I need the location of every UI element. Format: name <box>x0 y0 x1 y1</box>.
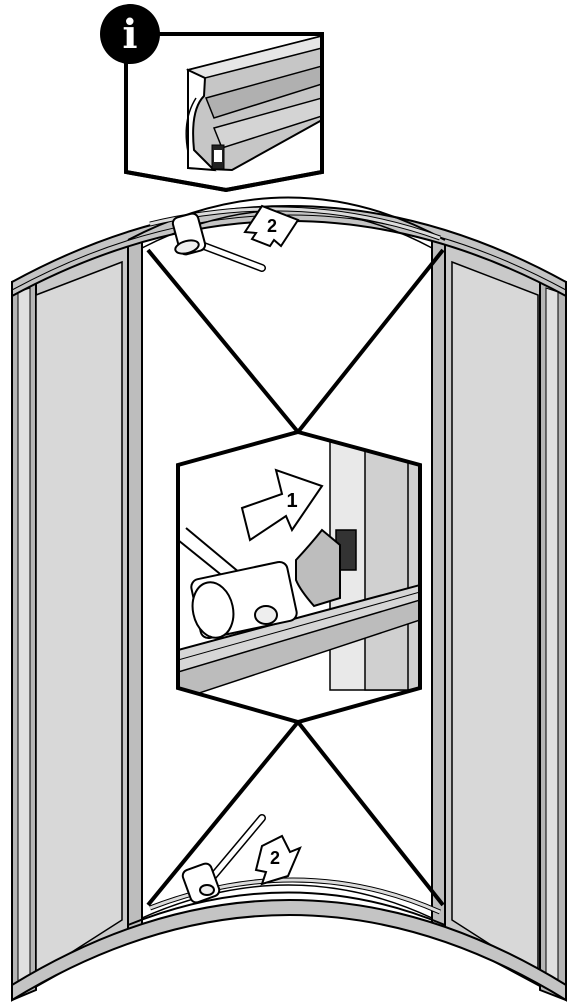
info-badge: i <box>100 4 160 64</box>
left-side-panel <box>12 240 128 1000</box>
step-2-bottom-arrow: 2 <box>256 836 300 884</box>
step-2-top-label: 2 <box>267 216 277 236</box>
step-2-bottom-label: 2 <box>270 848 280 868</box>
step-1-label: 1 <box>286 490 297 512</box>
info-glyph: i <box>122 11 137 58</box>
mallet-bottom <box>181 818 262 904</box>
profile-detail-callout <box>126 34 322 190</box>
detail-hexagon <box>178 432 420 722</box>
right-side-panel <box>445 240 566 1000</box>
